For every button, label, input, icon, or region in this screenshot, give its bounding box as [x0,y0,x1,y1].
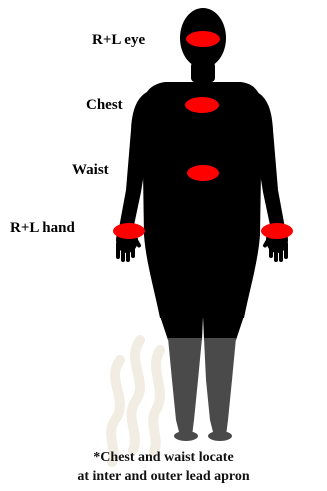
footnote-line-1: *Chest and waist locate [0,451,327,465]
torso [142,82,262,318]
right-upper-leg [203,316,244,340]
eye-marker [186,31,220,47]
left-upper-leg [160,316,203,340]
label-waist: Waist [72,163,109,178]
waist-marker [187,165,219,181]
label-hand: R+L hand [10,221,75,236]
watermark-logo [111,340,160,462]
right-hand-marker [261,223,293,239]
right-foot [208,431,232,441]
label-eye: R+L eye [92,33,145,48]
label-chest: Chest [86,98,123,113]
left-foot [174,431,198,441]
neck [191,62,215,82]
footnote-line-2: at inter and outer lead apron [0,470,327,484]
left-lower-leg [168,338,202,436]
lower-legs [168,338,236,441]
right-lower-leg [204,338,236,436]
chest-marker [185,97,219,113]
left-hand-marker [113,223,145,239]
